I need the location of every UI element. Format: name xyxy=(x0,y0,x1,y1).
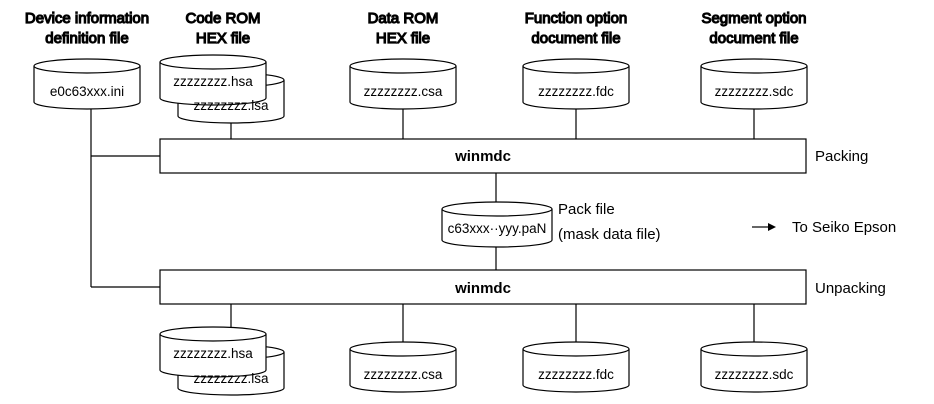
header-function-line1: Function option xyxy=(525,10,628,27)
out-function-file-label: zzzzzzzz.fdc xyxy=(538,367,614,382)
function-file-label: zzzzzzzz.fdc xyxy=(538,84,614,99)
out-function-file-cylinder xyxy=(522,341,630,393)
header-device-line2: definition file xyxy=(45,30,128,47)
header-device-line1: Device information xyxy=(25,10,149,27)
arrow-right-icon xyxy=(752,223,776,231)
code-lsa-file-label: zzzzzzzz.lsa xyxy=(193,98,269,113)
packing-bar xyxy=(159,138,807,174)
out-segment-file-label: zzzzzzzz.sdc xyxy=(715,367,794,382)
header-code-line2: HEX file xyxy=(196,30,250,47)
code-hsa-file-cylinder xyxy=(159,54,267,106)
pack-file-caption-1: Pack file xyxy=(558,201,615,218)
header-data-line1: Data ROM xyxy=(368,10,439,27)
out-code-hsa-file-label: zzzzzzzz.hsa xyxy=(173,346,253,361)
code-hsa-file-label: zzzzzzzz.hsa xyxy=(173,74,253,89)
packing-bar-label: winmdc xyxy=(454,148,511,165)
out-segment-file-cylinder xyxy=(700,341,808,393)
device-file-cylinder xyxy=(33,58,141,110)
packing-side-label: Packing xyxy=(815,148,868,165)
out-code-hsa-file-cylinder xyxy=(159,326,267,378)
pack-file-caption-2: (mask data file) xyxy=(558,226,661,243)
pack-file-label: c63xxx··yyy.paN xyxy=(448,221,547,236)
function-file-cylinder xyxy=(522,58,630,110)
destination-label: To Seiko Epson xyxy=(792,219,896,236)
header-segment-line2: document file xyxy=(709,30,798,47)
device-file-label: e0c63xxx.ini xyxy=(50,84,124,99)
header-function-line2: document file xyxy=(531,30,620,47)
input-connectors xyxy=(90,109,755,288)
out-data-file-cylinder xyxy=(349,341,457,393)
unpacking-bar xyxy=(159,269,807,305)
unpacking-bar-label: winmdc xyxy=(454,280,511,297)
data-file-label: zzzzzzzz.csa xyxy=(364,84,443,99)
data-file-cylinder xyxy=(349,58,457,110)
pack-file-cylinder xyxy=(441,201,553,248)
header-segment-line1: Segment option xyxy=(701,10,806,27)
header-data-line2: HEX file xyxy=(376,30,430,47)
segment-file-label: zzzzzzzz.sdc xyxy=(715,84,794,99)
out-data-file-label: zzzzzzzz.csa xyxy=(364,367,443,382)
output-connectors xyxy=(230,304,755,342)
out-code-lsa-file-label: zzzzzzzz.lsa xyxy=(193,371,269,386)
header-code-line1: Code ROM xyxy=(185,10,260,27)
unpacking-side-label: Unpacking xyxy=(815,280,886,297)
